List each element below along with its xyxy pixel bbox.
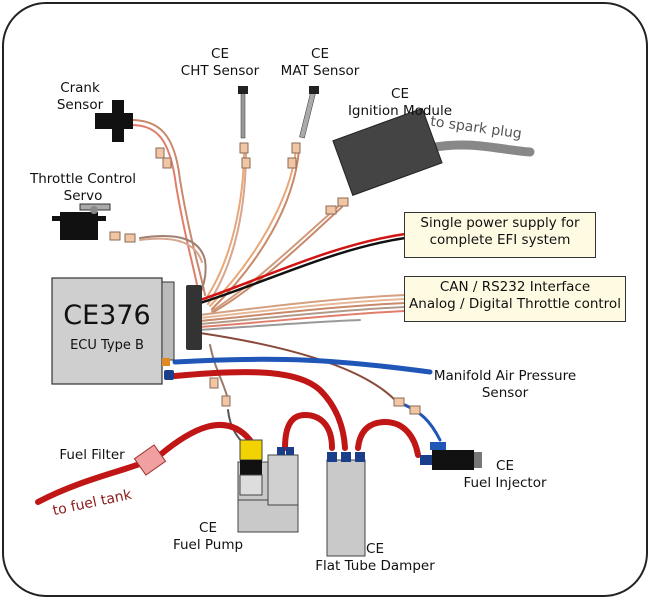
fuel-filter <box>133 444 167 476</box>
fuel-lines <box>35 369 421 505</box>
cht-sensor-probe <box>240 91 246 139</box>
wire-connectors <box>109 142 421 415</box>
fuel-filter-label: Fuel Filter <box>59 447 125 463</box>
fuel-pump-cap <box>239 439 263 461</box>
mat-sensor-probe <box>299 91 316 139</box>
crank-sensor-stem <box>112 100 124 142</box>
ecu-body <box>51 277 163 385</box>
ecu-harness-plug <box>186 285 202 350</box>
map-hose <box>172 356 433 375</box>
ignition-module <box>332 107 443 196</box>
spark-plug-cable <box>425 140 535 157</box>
ecu-title: CE376 <box>63 300 151 331</box>
ecu-subtitle: ECU Type B <box>70 338 144 353</box>
damper-body <box>326 459 366 557</box>
fuel-injector-body <box>432 450 474 470</box>
